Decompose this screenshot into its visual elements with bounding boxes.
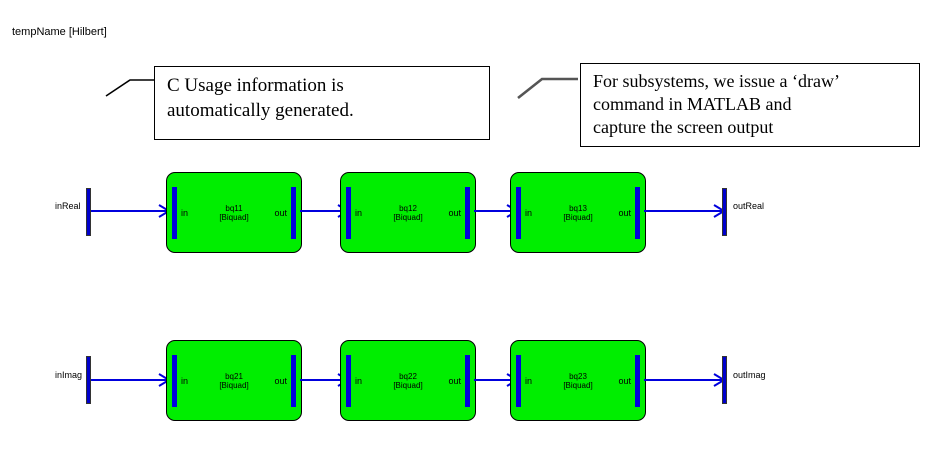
- block-input-port: [516, 186, 521, 239]
- block-input-label: in: [181, 375, 189, 386]
- block-input-label: in: [355, 375, 363, 386]
- callout-c-usage: C Usage information is automatically gen…: [154, 66, 490, 140]
- input-port-label-inimag: inImag: [55, 370, 83, 380]
- block-input-label: in: [525, 207, 533, 218]
- input-port-inreal[interactable]: [86, 188, 91, 236]
- callout-line: For subsystems, we issue a ‘draw’: [593, 71, 840, 91]
- block-output-port: [465, 186, 470, 239]
- page-title: tempName [Hilbert]: [12, 26, 107, 38]
- block-output-label: out: [448, 207, 461, 218]
- block-input-label: in: [181, 207, 189, 218]
- block-input-port: [516, 354, 521, 407]
- block-input-port: [172, 186, 177, 239]
- block-output-port: [635, 186, 640, 239]
- subsystem-block-bq22[interactable]: in bq22 [Biquad] out: [340, 340, 476, 421]
- block-output-label: out: [448, 375, 461, 386]
- block-output-label: out: [274, 375, 287, 386]
- input-port-label-inreal: inReal: [55, 201, 81, 211]
- callout-line: command in MATLAB and: [593, 94, 792, 114]
- subsystem-block-bq11[interactable]: in bq11 [Biquad] out: [166, 172, 302, 253]
- signal-wire-in-to-bq11: [91, 204, 171, 218]
- block-output-port: [465, 354, 470, 407]
- callout-line: C Usage information is: [167, 75, 344, 96]
- block-input-label: in: [525, 375, 533, 386]
- signal-wire-bq23-to-out: [644, 373, 726, 387]
- subsystem-block-bq12[interactable]: in bq12 [Biquad] out: [340, 172, 476, 253]
- callout-line: capture the screen output: [593, 117, 774, 137]
- block-input-port: [346, 186, 351, 239]
- block-input-port: [172, 354, 177, 407]
- input-port-inimag[interactable]: [86, 356, 91, 404]
- callout-subsystems: For subsystems, we issue a ‘draw’ comman…: [580, 63, 920, 147]
- output-port-outreal[interactable]: [722, 188, 727, 236]
- callout-leader-line-1: [105, 79, 158, 97]
- subsystem-block-bq13[interactable]: in bq13 [Biquad] out: [510, 172, 646, 253]
- output-port-label-outimag: outImag: [733, 370, 766, 380]
- signal-wire-in-to-bq21: [91, 373, 171, 387]
- block-output-port: [291, 354, 296, 407]
- block-output-port: [635, 354, 640, 407]
- block-input-label: in: [355, 207, 363, 218]
- block-input-port: [346, 354, 351, 407]
- block-output-label: out: [618, 207, 631, 218]
- callout-line: automatically generated.: [167, 100, 354, 121]
- output-port-outimag[interactable]: [722, 356, 727, 404]
- subsystem-block-bq21[interactable]: in bq21 [Biquad] out: [166, 340, 302, 421]
- subsystem-block-bq23[interactable]: in bq23 [Biquad] out: [510, 340, 646, 421]
- block-output-label: out: [618, 375, 631, 386]
- output-port-label-outreal: outReal: [733, 201, 765, 211]
- callout-leader-line-2: [517, 77, 578, 100]
- block-output-label: out: [274, 207, 287, 218]
- block-output-port: [291, 186, 296, 239]
- signal-wire-bq13-to-out: [644, 204, 726, 218]
